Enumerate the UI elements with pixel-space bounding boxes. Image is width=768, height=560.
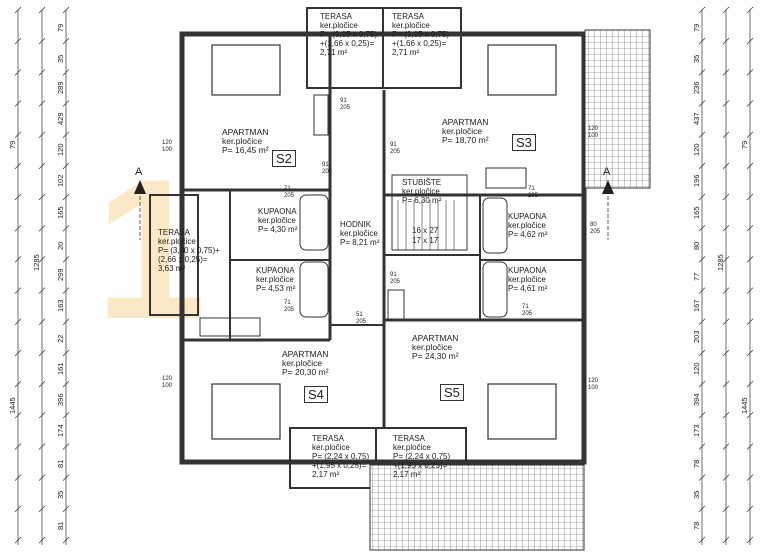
dim-right-inner: 35 (692, 54, 701, 63)
dim-right-inner: 173 (692, 424, 701, 437)
room-code-s5: S5 (440, 384, 464, 401)
dim-right-inner: 165 (692, 206, 701, 219)
dim-right-inner: 35 (692, 490, 701, 500)
section-arrow-right-icon (602, 180, 614, 194)
dim-right-inner: 437 (692, 112, 701, 126)
room-code-s4: S4 (304, 386, 328, 403)
dim-right-inner: 78 (692, 459, 701, 469)
dim-right-inner: 167 (692, 299, 701, 313)
room-apartman-s3: APARTMAN ker.pločice P= 18,70 m² (442, 117, 489, 145)
dim-left-inner: 102 (56, 174, 65, 188)
dim-left-inner: 35 (56, 490, 65, 500)
dim-left-inner: 174 (56, 424, 65, 437)
dim-left-inner: 289 (56, 81, 65, 94)
window-label: 120 100 (588, 378, 599, 391)
dim-left-inner: 79 (56, 23, 65, 32)
section-arrow-left-icon (134, 180, 146, 194)
dim-right-inner: 120 (692, 362, 701, 375)
dim-right-mid: 1285 (716, 254, 725, 271)
dim-left-inner: 22 (56, 335, 65, 344)
window-label: 120 100 (162, 140, 173, 153)
dim-right-inner: 203 (692, 330, 701, 344)
dim-left-inner: 35 (56, 54, 65, 63)
room-terasa-bottom-right: TERASA ker.pločice P= (2,24 x 0,75) +(1,… (393, 434, 451, 479)
room-apartman-s5: APARTMAN ker.pločice P= 24,30 m² (412, 333, 459, 361)
dim-right-inner: 236 (692, 81, 701, 94)
room-stubiste: STUBIŠTE ker.pločice P= 6,30 m² (402, 178, 442, 205)
stair-dim-2: 17 x 17 (412, 236, 439, 245)
dim-right-inner: 80 (692, 241, 701, 250)
dim-left-inner: 165 (56, 206, 65, 219)
window-label: 120 100 (588, 126, 599, 139)
window-label: 120 100 (162, 376, 173, 389)
room-kupaona-left-2: KUPAONA ker.pločice P= 4,53 m² (256, 266, 296, 293)
dim-right-inner: 196 (692, 174, 701, 188)
dim-right-inner: 77 (692, 272, 701, 281)
dim-left-outer: 79 (8, 140, 17, 149)
door-label: 71 205 (284, 300, 295, 313)
dim-left-inner: 81 (56, 522, 65, 531)
dim-right-inner: 394 (692, 393, 701, 406)
dim-left-inner: 429 (56, 112, 65, 126)
dim-right-inner: 79 (692, 23, 701, 32)
dim-left-outer: 1445 (8, 396, 17, 414)
door-label: 71 205 (284, 186, 295, 199)
room-kupaona-right-1: KUPAONA ker.pločice P= 4,62 m² (508, 212, 548, 239)
room-terasa-left: TERASA ker.pločice P= (3,90 x 0,75)+ (2,… (158, 228, 220, 273)
dim-left-mid: 1285 (32, 254, 41, 271)
room-terasa-bottom-left: TERASA ker.pločice P= (2,24 x 0,75) +(1,… (312, 434, 370, 479)
room-apartman-s4: APARTMAN ker.pločice P= 20,30 m² (282, 349, 329, 377)
dim-left-inner: 396 (56, 393, 65, 406)
dim-left-inner: 81 (56, 459, 65, 469)
dim-left-inner: 163 (56, 299, 65, 313)
stair-dim-1: 16 x 27 (412, 226, 439, 235)
room-terasa-top-right: TERASA ker.pločice P= (3,05 x 0,75) +(1,… (392, 12, 450, 57)
section-marker-left: A (135, 166, 143, 178)
door-label: 91 205 (390, 272, 401, 285)
dim-right-inner: 78 (692, 522, 701, 531)
room-code-s3: S3 (512, 134, 536, 151)
door-label: 91 205 (322, 162, 333, 175)
door-label: 80 205 (590, 222, 601, 235)
section-marker-right: A (603, 166, 611, 178)
door-label: 91 205 (340, 98, 351, 111)
room-hodnik: HODNIK ker.pločice P= 8,21 m² (340, 220, 380, 247)
dim-right-outer: 79 (740, 140, 749, 149)
dim-left-inner: 161 (56, 362, 65, 375)
door-label: 71 205 (528, 186, 539, 199)
dim-left-inner: 120 (56, 143, 65, 157)
door-label: 51 205 (356, 312, 367, 325)
door-label: 71 205 (522, 304, 533, 317)
dim-left-inner: 299 (56, 268, 65, 281)
room-code-s2: S2 (272, 150, 296, 167)
dim-right-inner: 120 (692, 143, 701, 157)
room-kupaona-right-2: KUPAONA ker.pločice P= 4,61 m² (508, 266, 548, 293)
dim-right-outer: 1445 (740, 396, 749, 414)
room-kupaona-left-1: KUPAONA ker.pločice P= 4,30 m² (258, 207, 298, 234)
room-apartman-s2: APARTMAN ker.pločice P= 16,45 m² (222, 127, 269, 155)
door-label: 91 205 (390, 142, 401, 155)
room-terasa-top-left: TERASA ker.pločice P= (3,05 x 0,75) +(1,… (320, 12, 378, 57)
dim-left-inner: 20 (56, 241, 65, 250)
